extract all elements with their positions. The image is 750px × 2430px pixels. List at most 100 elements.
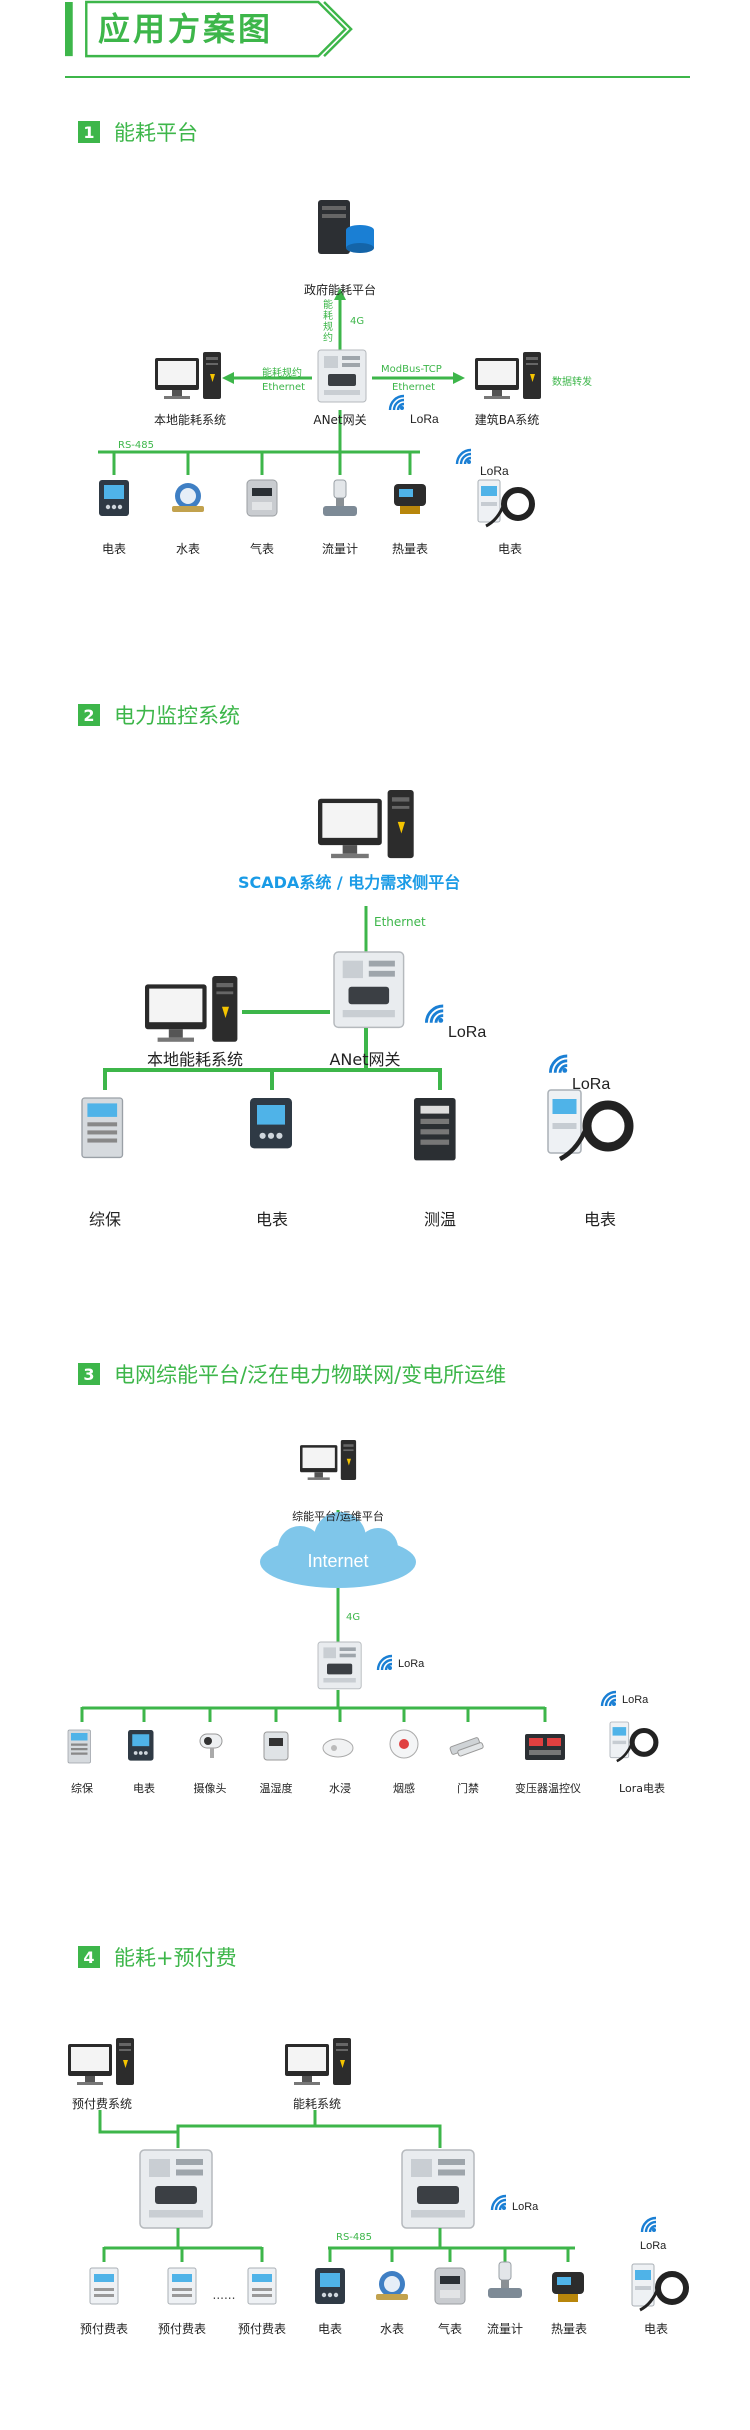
s2-local-system-label: 本地能耗系统 (146, 1050, 243, 1069)
s4-energy-system-label: 能耗系统 (292, 2097, 341, 2111)
title-divider (65, 76, 690, 78)
s4-left-device-2-label: 预付费表 (237, 2322, 286, 2336)
s3-camera-icon (199, 1733, 223, 1759)
s1-device-3-label: 流量计 (321, 542, 358, 556)
s4-gas-meter-icon (434, 2267, 466, 2305)
s4-left-device-0-label: 预付费表 (79, 2322, 128, 2336)
s2-device-1-label: 电表 (255, 1210, 288, 1229)
s4-lora-right-label: LoRa (640, 2240, 667, 2252)
s1-device-0-label: 电表 (101, 542, 126, 556)
s1-gateway-icon (317, 349, 367, 403)
s4-rs485-label: RS-485 (336, 2232, 372, 2243)
s3-platform-pc-icon (300, 1440, 357, 1480)
s1-heat-meter-icon (394, 484, 426, 514)
s3-lora-icon (376, 1654, 394, 1672)
s1-left-link-bottom-label: Ethernet (262, 382, 306, 393)
s4-lora-right-icon (640, 2216, 658, 2234)
s1-vertical-protocol-label: 能耗规约 (323, 300, 333, 344)
s1-local-pc-icon (155, 352, 221, 399)
section-1-title: 能耗平台 (114, 121, 198, 145)
s1-left-link-arrow (222, 372, 234, 384)
s4-prepay-meter-1-icon (89, 2267, 119, 2305)
s4-left-device-1-label: 预付费表 (157, 2322, 206, 2336)
s3-diagram (67, 1440, 750, 1840)
s2-lora-icon (424, 1004, 445, 1025)
section-1-heading: 1 能耗平台 (78, 117, 198, 147)
s2-device-2-label: 测温 (423, 1210, 456, 1229)
s1-flow-meter-icon (322, 479, 358, 517)
s1-rs485-label: RS-485 (118, 440, 154, 451)
s2-lora-right-icon (548, 1054, 569, 1075)
s1-ba-pc-icon (475, 352, 541, 399)
s3-electric-meter-icon (128, 1730, 154, 1761)
section-2-number: 2 (78, 704, 100, 726)
s4-prepay-link (98, 2110, 180, 2148)
page-title: 应用方案图 (98, 10, 274, 48)
s3-internet-label: Internet (307, 1551, 369, 1571)
s2-local-pc-icon (145, 976, 238, 1042)
s4-diagram (68, 2038, 750, 2420)
s3-internet-cloud-icon (260, 1512, 416, 1588)
s2-lora-right-label: LoRa (572, 1076, 611, 1093)
s4-lora-meter-label: 电表 (643, 2322, 668, 2336)
s4-prepay-meter-3-icon (247, 2267, 277, 2305)
s4-energy-pc-icon (285, 2038, 351, 2085)
s4-energy-link-left (176, 2110, 317, 2148)
s4-right-device-2-label: 气表 (437, 2322, 462, 2336)
s3-device-4-label: 水浸 (329, 1782, 351, 1795)
s4-prepay-system-label: 预付费系统 (71, 2097, 132, 2111)
s1-water-meter-icon (172, 483, 204, 512)
s4-flow-meter-icon (487, 2261, 523, 2299)
s3-gateway-icon (317, 1641, 362, 1690)
s3-4g-label: 4G (346, 1612, 361, 1623)
s1-lora-label: LoRa (410, 412, 439, 426)
s1-lora-meter-label: 电表 (497, 542, 522, 556)
s1-device-2-label: 气表 (249, 542, 274, 556)
s1-device-4-label: 热量表 (391, 542, 428, 556)
s4-right-device-1-label: 水表 (379, 2322, 404, 2336)
s2-gateway-icon (333, 951, 405, 1029)
s3-device-3-label: 温湿度 (259, 1782, 293, 1795)
s2-lora-meter-label: 电表 (583, 1210, 616, 1229)
s3-lora-label: LoRa (398, 1658, 425, 1670)
section-3-heading: 3 电网综能平台/泛在电力物联网/变电所运维 (78, 1359, 506, 1389)
s4-heat-meter-icon (552, 2272, 584, 2302)
section-2-title: 电力监控系统 (114, 704, 240, 728)
s1-lora-icon (388, 394, 406, 412)
s1-uplink-arrow (334, 288, 346, 300)
s4-water-meter-icon (376, 2271, 408, 2300)
s1-right-link-top-label: ModBus-TCP (381, 364, 442, 375)
s3-access-control-icon (449, 1736, 485, 1758)
s1-right-link-bottom-label: Ethernet (392, 382, 436, 393)
s2-diagram (81, 790, 750, 1300)
s4-right-device-3-label: 流量计 (486, 2322, 523, 2336)
s2-ethernet-label: Ethernet (374, 915, 426, 929)
s1-gateway-label: ANet网关 (313, 413, 367, 427)
section-4-heading: 4 能耗+预付费 (78, 1942, 237, 1972)
s2-lora-label: LoRa (448, 1024, 487, 1041)
s2-gateway-label: ANet网关 (329, 1050, 401, 1069)
s3-device-0-label: 综保 (71, 1782, 93, 1795)
s1-gas-meter-icon (246, 479, 278, 517)
s2-device-0-label: 综保 (88, 1210, 121, 1229)
section-3-number: 3 (78, 1363, 100, 1385)
s1-device-1-label: 水表 (175, 542, 200, 556)
s2-electric-meter-icon (250, 1098, 292, 1149)
s3-humidity-sensor-icon (263, 1731, 289, 1761)
s3-transformer-controller-icon (525, 1734, 565, 1760)
s4-ellipsis: ...... (212, 2288, 236, 2302)
section-1-number: 1 (78, 121, 100, 143)
s1-ba-note-label: 数据转发 (552, 377, 592, 388)
s4-gateway-left-icon (139, 2149, 213, 2229)
s3-device-1-label: 电表 (133, 1782, 155, 1795)
s1-lora-right-icon (455, 448, 473, 466)
s4-right-device-4-label: 热量表 (550, 2322, 587, 2336)
s3-device-2-label: 摄像头 (193, 1782, 227, 1795)
s1-electric-meter-icon (99, 480, 129, 516)
s3-smoke-detector-icon (389, 1729, 419, 1759)
s1-gov-platform-label: 政府能耗平台 (303, 283, 376, 297)
s1-gov-server-icon (318, 200, 374, 254)
s3-device-5-label: 烟感 (393, 1782, 415, 1795)
s4-prepay-pc-icon (68, 2038, 134, 2085)
s4-lora-meter-icon (632, 2264, 686, 2310)
